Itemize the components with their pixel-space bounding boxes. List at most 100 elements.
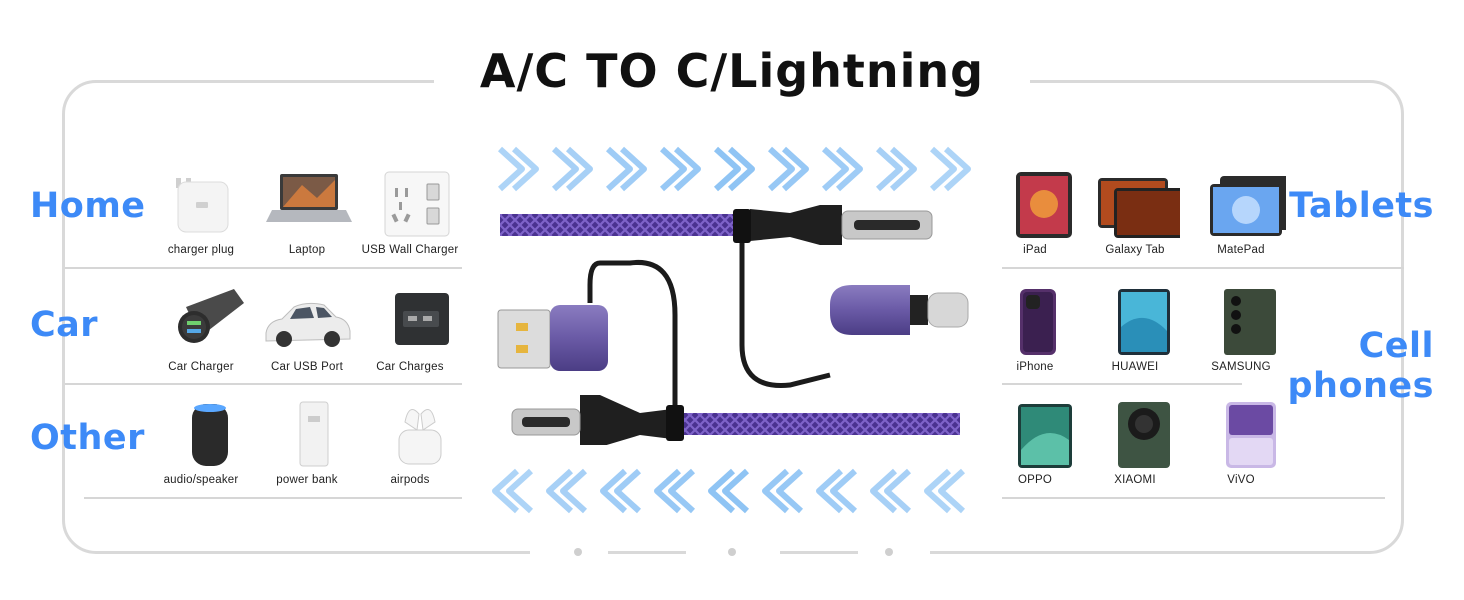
divider bbox=[65, 267, 462, 269]
chevron-right-icon bbox=[875, 146, 903, 192]
airpods-icon bbox=[365, 400, 455, 470]
car-icon bbox=[262, 287, 352, 357]
device-caption: airpods bbox=[390, 474, 430, 486]
divider bbox=[1002, 383, 1242, 385]
category-tablets-label: Tablets bbox=[1289, 186, 1434, 226]
device-item: USB Wall Charger bbox=[355, 170, 465, 256]
usb-a-adapter bbox=[550, 305, 608, 371]
wall-charger-icon bbox=[156, 170, 246, 240]
page-title: A/C TO C/Lightning bbox=[479, 44, 985, 98]
chevron-left-icon bbox=[870, 468, 898, 514]
chevron-left-icon bbox=[830, 468, 858, 514]
bottom-dash bbox=[780, 551, 858, 554]
device-caption: HUAWEI bbox=[1111, 361, 1159, 373]
chevron-right-icon bbox=[929, 146, 957, 192]
category-other-label: Other bbox=[30, 418, 145, 458]
foldable-phone-icon bbox=[990, 400, 1080, 470]
device-caption: iPhone bbox=[1016, 361, 1054, 373]
chevron-left-icon bbox=[600, 468, 628, 514]
tablet-icon bbox=[1196, 170, 1290, 240]
device-caption: ViVO bbox=[1227, 474, 1255, 486]
device-caption: Car Charger bbox=[168, 361, 234, 373]
chevron-left-icon bbox=[654, 468, 682, 514]
wall-outlet-icon bbox=[365, 170, 455, 240]
device-caption: SAMSUNG bbox=[1211, 361, 1271, 373]
chevron-right-icon bbox=[821, 146, 849, 192]
device-item: SAMSUNG bbox=[1186, 287, 1296, 373]
usb-c-connector-bottom bbox=[580, 395, 680, 445]
device-caption: Galaxy Tab bbox=[1105, 244, 1165, 256]
chevron-left-icon bbox=[816, 468, 844, 514]
tablet-icon bbox=[990, 170, 1080, 240]
chevron-left-icon bbox=[708, 468, 736, 514]
device-caption: USB Wall Charger bbox=[361, 244, 459, 256]
chevron-left-icon bbox=[560, 468, 588, 514]
device-item: charger plug bbox=[146, 170, 256, 256]
bottom-dot bbox=[574, 548, 582, 556]
chevron-left-icon bbox=[776, 468, 804, 514]
device-item: Car Charger bbox=[146, 287, 256, 373]
chevron-left-icon bbox=[492, 468, 520, 514]
phone-icon bbox=[1090, 400, 1180, 470]
chevron-left-icon bbox=[924, 468, 952, 514]
device-item: iPhone bbox=[980, 287, 1090, 373]
tablet-icon bbox=[1090, 170, 1184, 240]
title-background bbox=[434, 60, 1030, 104]
chevron-left-icon bbox=[762, 468, 790, 514]
arrows-right bbox=[497, 146, 971, 192]
device-item: Car Charges bbox=[355, 287, 465, 373]
device-item: ViVO bbox=[1186, 400, 1296, 486]
device-caption: iPad bbox=[1023, 244, 1047, 256]
phone-icon bbox=[1196, 287, 1286, 357]
device-item: OPPO bbox=[980, 400, 1090, 486]
phone-icon bbox=[990, 287, 1080, 357]
bottom-dot bbox=[885, 548, 893, 556]
chevron-right-icon bbox=[943, 146, 971, 192]
chevron-left-icon bbox=[938, 468, 966, 514]
chevron-right-icon bbox=[511, 146, 539, 192]
divider bbox=[1002, 497, 1385, 499]
cable-clip bbox=[733, 209, 751, 243]
chevron-left-icon bbox=[614, 468, 642, 514]
chevron-left-icon bbox=[506, 468, 534, 514]
device-caption: MatePad bbox=[1217, 244, 1265, 256]
bottom-dot bbox=[728, 548, 736, 556]
device-item: power bank bbox=[252, 400, 362, 486]
device-caption: charger plug bbox=[167, 244, 235, 256]
chevron-left-icon bbox=[884, 468, 912, 514]
bottom-dash bbox=[608, 551, 686, 554]
laptop-icon bbox=[262, 170, 352, 240]
chevron-right-icon bbox=[673, 146, 701, 192]
speaker-icon bbox=[156, 400, 246, 470]
usb-a-plug bbox=[497, 309, 551, 369]
lightning-plug bbox=[927, 292, 969, 328]
device-caption: audio/speaker bbox=[163, 474, 239, 486]
chevron-right-icon bbox=[551, 146, 579, 192]
divider bbox=[65, 383, 462, 385]
chevron-left-icon bbox=[546, 468, 574, 514]
divider bbox=[84, 497, 462, 499]
device-item: Car USB Port bbox=[252, 287, 362, 373]
device-item: Laptop bbox=[252, 170, 362, 256]
device-caption: power bank bbox=[276, 474, 338, 486]
chevron-right-icon bbox=[767, 146, 795, 192]
category-phones-label: phones bbox=[1287, 366, 1434, 406]
device-item: airpods bbox=[355, 400, 465, 486]
phone-icon bbox=[1090, 287, 1180, 357]
device-item: iPad bbox=[980, 170, 1090, 256]
chevron-right-icon bbox=[619, 146, 647, 192]
cable-illustration bbox=[497, 205, 969, 445]
braided-cable-bottom bbox=[680, 413, 960, 435]
chevron-left-icon bbox=[722, 468, 750, 514]
category-cell-label: Cell bbox=[1358, 326, 1434, 366]
car-charger-icon bbox=[156, 287, 246, 357]
cable-clip bbox=[666, 405, 684, 441]
chevron-right-icon bbox=[659, 146, 687, 192]
chevron-right-icon bbox=[497, 146, 525, 192]
device-item: Galaxy Tab bbox=[1080, 170, 1190, 256]
chevron-left-icon bbox=[668, 468, 696, 514]
chevron-right-icon bbox=[713, 146, 741, 192]
device-caption: Car USB Port bbox=[270, 361, 344, 373]
chevron-right-icon bbox=[781, 146, 809, 192]
car-usb-port-icon bbox=[365, 287, 455, 357]
